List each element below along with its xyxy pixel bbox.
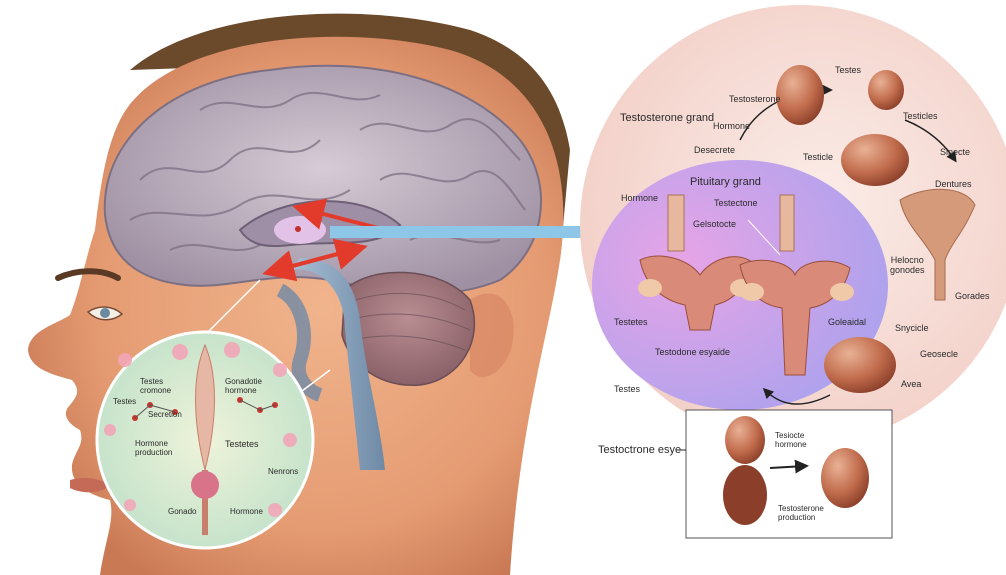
label-gonadal: Goleaidal: [828, 317, 867, 327]
label-inset-production: Testosterone production: [778, 504, 824, 522]
left-zoom-circle: [95, 330, 315, 550]
label-left-gonadotropin: Gonadotie hormone: [225, 377, 262, 395]
cycle-arrow-bottom: [762, 387, 831, 405]
label-testes-inner: Testetes: [614, 317, 648, 327]
label-testicles: Testicles: [903, 111, 938, 121]
inset-box: [676, 409, 893, 539]
prostate-organ: [899, 188, 976, 301]
cycle-arrow-right: [904, 119, 957, 163]
testis-mid: [841, 134, 909, 186]
inset-testis-right: [821, 448, 869, 508]
label-synapses: Snycicle: [895, 323, 929, 333]
brain-stem: [290, 258, 385, 470]
testis-bottom: [824, 337, 896, 393]
label-left-neurons: Nenrons: [268, 467, 299, 476]
gland-pillar-left: [667, 194, 685, 252]
label-left-testes-2: Testetes: [225, 439, 259, 449]
ear: [470, 293, 514, 377]
label-inset-synthesis: Testoctrone esye: [598, 444, 682, 456]
label-desecrete-2: Geosecle: [920, 349, 959, 359]
label-testicle-mid: Testicle: [803, 152, 834, 162]
label-testes-top: Testes: [835, 65, 862, 75]
label-gonades: Gorades: [955, 291, 990, 301]
label-left-hormone-prod: Hormone production: [135, 439, 173, 457]
label-secrete: Sinecte: [940, 147, 971, 157]
testis-top-1: [776, 65, 824, 125]
testes-cycle-panel: [580, 5, 1006, 445]
label-left-secretion: Secretion: [148, 410, 182, 419]
label-desecrete: Desecrete: [694, 145, 736, 155]
reproductive-organ-right: [739, 259, 854, 376]
label-testosterone-synthesis: Testodone esyaide: [655, 347, 731, 357]
label-testosterone-inner: Testectone: [714, 198, 758, 208]
label-testosterone-top: Testosterone: [729, 94, 781, 104]
label-avea: Avea: [901, 379, 922, 389]
eyebrow: [55, 268, 121, 281]
testis-top-2: [868, 70, 904, 110]
lips: [70, 478, 110, 493]
label-inset-testicle-hormone: Tesiocte hormone: [775, 431, 807, 449]
label-left-small-b: Gonado: [168, 507, 197, 516]
label-gonadotropin: Gelsotocte: [693, 219, 737, 229]
inset-testis-top: [725, 416, 765, 464]
label-testes-bottom: Testes: [614, 384, 641, 394]
inset-testis-dark: [723, 465, 767, 525]
gland-pillar-right: [779, 194, 795, 252]
label-pituitary-gland: Pituitary grand: [690, 176, 761, 188]
label-dentures: Dentures: [935, 179, 972, 189]
label-left-testes: Testes cromone: [140, 377, 172, 395]
label-hormone-gonades: Helocno gonodes: [890, 255, 925, 275]
label-testosterone-gland: Testosterone grand: [620, 112, 715, 124]
label-left-small-a: Testes: [113, 397, 137, 406]
label-hormone-inner: Hormone: [621, 193, 659, 203]
label-hormone: Hormone: [713, 121, 751, 131]
brain-gyri: [129, 91, 526, 251]
label-left-small-c: Hormone: [230, 507, 263, 516]
